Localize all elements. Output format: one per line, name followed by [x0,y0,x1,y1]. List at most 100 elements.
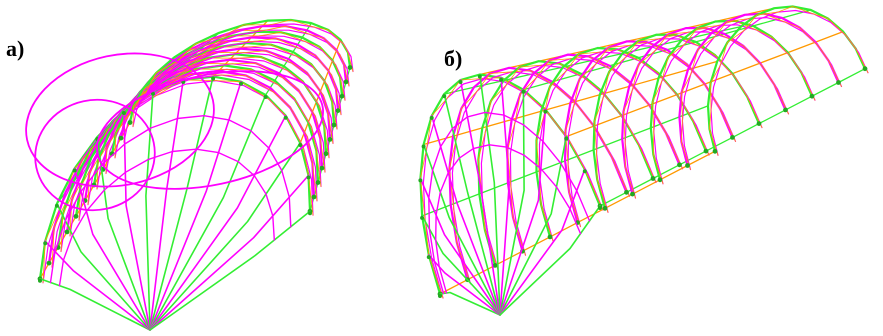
apse-node [458,80,463,84]
support-node [315,180,321,185]
apse-ring [58,148,275,287]
apse-rib [499,205,601,316]
arch-rib [592,33,761,210]
apse-rib [149,80,242,331]
arch-web [536,48,710,242]
arch-web [709,6,869,156]
support-node [311,194,317,200]
apse-node [306,175,311,180]
support-node [602,205,608,211]
support-node [809,93,815,99]
support-node [118,135,124,141]
apse-node [72,168,77,173]
apse-node [151,91,155,96]
support-node [347,65,353,70]
apse-node [442,94,447,99]
support-node [730,135,735,140]
apse-rib [459,79,501,316]
apse-node [429,115,434,120]
support-node [339,93,345,99]
apse-node [308,211,312,216]
arch-web [448,70,630,285]
support-node [127,120,133,125]
apse-rib [443,93,501,316]
apse-node [418,178,423,183]
apse-rib [149,94,267,331]
apse-ring [428,111,591,295]
hoop-frame [34,98,156,212]
arch-web [594,34,763,213]
apse-rib [439,291,501,316]
support-node [323,151,329,157]
apse-node [43,241,48,246]
support-node [836,80,841,85]
apse-rib [123,110,151,331]
apse-node [426,255,431,260]
support-node [319,165,325,171]
support-node [492,263,498,268]
apse-node [283,115,288,120]
support-node [703,148,709,154]
support-node [650,176,656,181]
support-node [46,260,52,266]
apse-ring [435,144,582,294]
arch-web [132,19,354,127]
apse-node [543,109,548,114]
arch-web [623,27,789,199]
wireframe-model-b [418,5,869,316]
apse-node [121,111,126,115]
apse-node [298,143,303,147]
apse-rib [149,142,302,331]
apse-node [499,77,504,82]
apse-node [239,81,243,86]
apse-rib [96,136,151,331]
support-node [712,148,718,154]
apse-rib [499,88,525,316]
support-node [783,107,788,113]
apse-rib [499,76,511,316]
arch-web [506,56,683,256]
support-node [677,162,682,168]
apse-node [420,215,425,220]
support-node [756,121,762,126]
support-node [331,122,337,128]
support-node [327,137,333,142]
apse-rib [149,79,185,331]
apse-rib [430,115,501,316]
apse-node [438,294,442,298]
apse-node [54,203,59,208]
arch-web [652,20,816,185]
arch-rib [563,40,734,224]
support-node [547,234,553,240]
apse-rib [149,114,287,331]
apse-node [477,74,482,79]
apse-ring [49,114,292,284]
hoop-frame [96,70,324,190]
support-node [862,66,868,72]
apse-rib [149,174,310,331]
support-node [335,108,341,113]
arch-web [681,13,842,170]
support-node [657,177,663,183]
support-node [630,191,635,197]
apse-node [38,278,42,283]
wireframe-model-a [25,18,354,331]
apse-rib [73,167,151,331]
panel-label-b: б) [444,46,463,71]
apse-rib [478,73,501,316]
apse-node [211,76,216,81]
apse-node [582,169,587,174]
apse-node [263,95,268,99]
support-node [343,79,349,85]
support-node [685,163,690,168]
arch-rib [621,26,787,196]
apse-node [421,144,426,149]
apse-rib [499,108,547,316]
support-node [624,189,629,195]
support-node [64,229,70,235]
panel-label-a: а) [6,36,25,61]
support-node [73,213,79,219]
apse-rib [145,90,154,331]
apse-node [521,89,526,94]
